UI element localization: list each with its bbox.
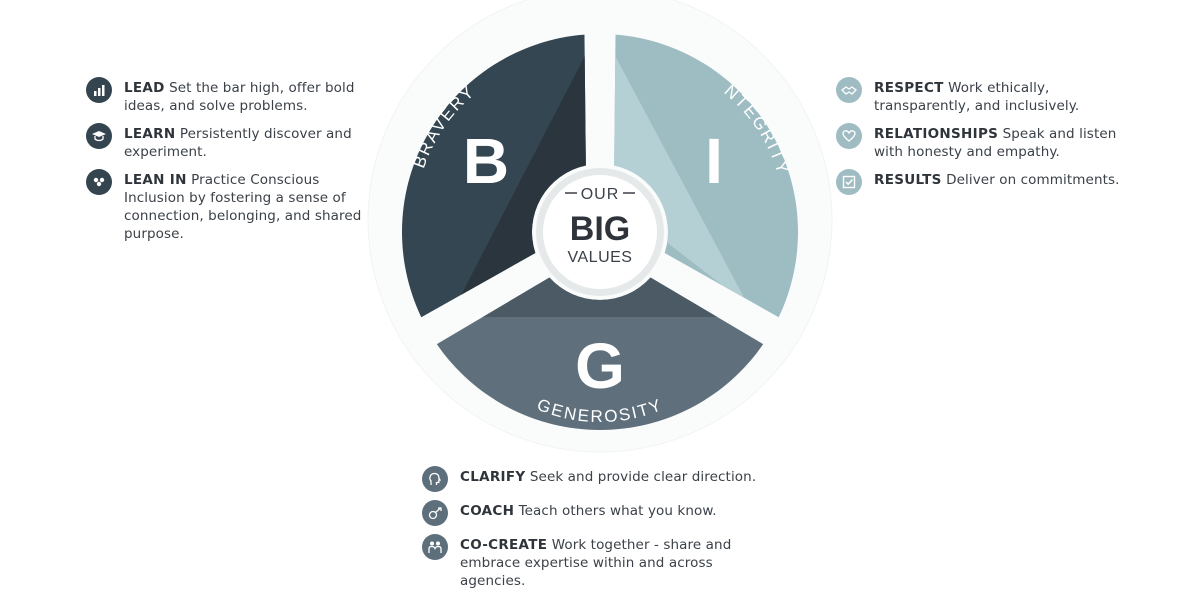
value-text: LEARN Persistently discover and experime… [124,125,376,161]
center-values: VALUES [568,249,633,266]
value-term: CLARIFY [460,469,526,485]
value-term: COACH [460,503,515,519]
value-item: RELATIONSHIPS Speak and listen with hone… [836,123,1136,161]
value-text: RESPECT Work ethically, transparently, a… [874,79,1136,115]
value-description: Seek and provide clear direction. [529,469,757,485]
value-text: CO-CREATE Work together - share and embr… [460,536,762,590]
value-description: Practice Conscious Inclusion by fosterin… [124,172,362,242]
value-description: Persistently discover and experiment. [124,126,352,160]
value-term: CO-CREATE [460,537,548,553]
bar-chart-icon [86,77,112,103]
value-text: RELATIONSHIPS Speak and listen with hone… [874,125,1136,161]
value-term: LEAN IN [124,172,187,188]
value-term: LEARN [124,126,176,142]
coach-whistle-icon [422,500,448,526]
value-item: CO-CREATE Work together - share and embr… [422,534,762,590]
value-description: Work together - share and embrace expert… [460,537,732,589]
value-item: LEAN IN Practice Conscious Inclusion by … [86,169,376,243]
value-text: RESULTS Deliver on commitments. [874,171,1120,189]
handshake-icon [836,77,862,103]
value-item: CLARIFY Seek and provide clear direction… [422,466,762,492]
value-description: Speak and listen with honesty and empath… [874,126,1117,160]
value-item: RESPECT Work ethically, transparently, a… [836,77,1136,115]
value-text: LEAD Set the bar high, offer bold ideas,… [124,79,376,115]
center-badge: OUR BIG VALUES [536,168,664,296]
value-item: COACH Teach others what you know. [422,500,762,526]
value-description: Deliver on commitments. [946,172,1120,188]
center-inner-circle [543,175,657,289]
value-description: Set the bar high, offer bold ideas, and … [124,80,355,114]
value-term: RESULTS [874,172,942,188]
integrity-values-list: RESPECT Work ethically, transparently, a… [836,77,1136,205]
value-term: LEAD [124,80,165,96]
value-text: CLARIFY Seek and provide clear direction… [460,468,756,486]
value-description: Work ethically, transparently, and inclu… [874,80,1080,114]
value-item: RESULTS Deliver on commitments. [836,169,1136,195]
people-group-icon [86,169,112,195]
speaking-head-icon [422,466,448,492]
value-item: LEARN Persistently discover and experime… [86,123,376,161]
bravery-values-list: LEAD Set the bar high, offer bold ideas,… [86,77,376,253]
value-item: LEAD Set the bar high, offer bold ideas,… [86,77,376,115]
generosity-letter: G [575,330,625,402]
bravery-wedge [402,34,586,318]
cocreate-people-icon [422,534,448,560]
value-text: COACH Teach others what you know. [460,502,717,520]
value-term: RELATIONSHIPS [874,126,999,142]
heart-icon [836,123,862,149]
value-term: RESPECT [874,80,944,96]
integrity-letter: I [705,125,723,197]
value-text: LEAN IN Practice Conscious Inclusion by … [124,171,376,243]
checkbox-icon [836,169,862,195]
center-big: BIG [570,210,630,248]
bravery-letter: B [463,125,509,197]
graduation-cap-icon [86,123,112,149]
integrity-wedge [614,34,799,318]
center-our: OUR [581,186,620,203]
value-description: Teach others what you know. [518,503,717,519]
generosity-values-list: CLARIFY Seek and provide clear direction… [422,466,762,600]
integrity-shade [614,50,748,305]
